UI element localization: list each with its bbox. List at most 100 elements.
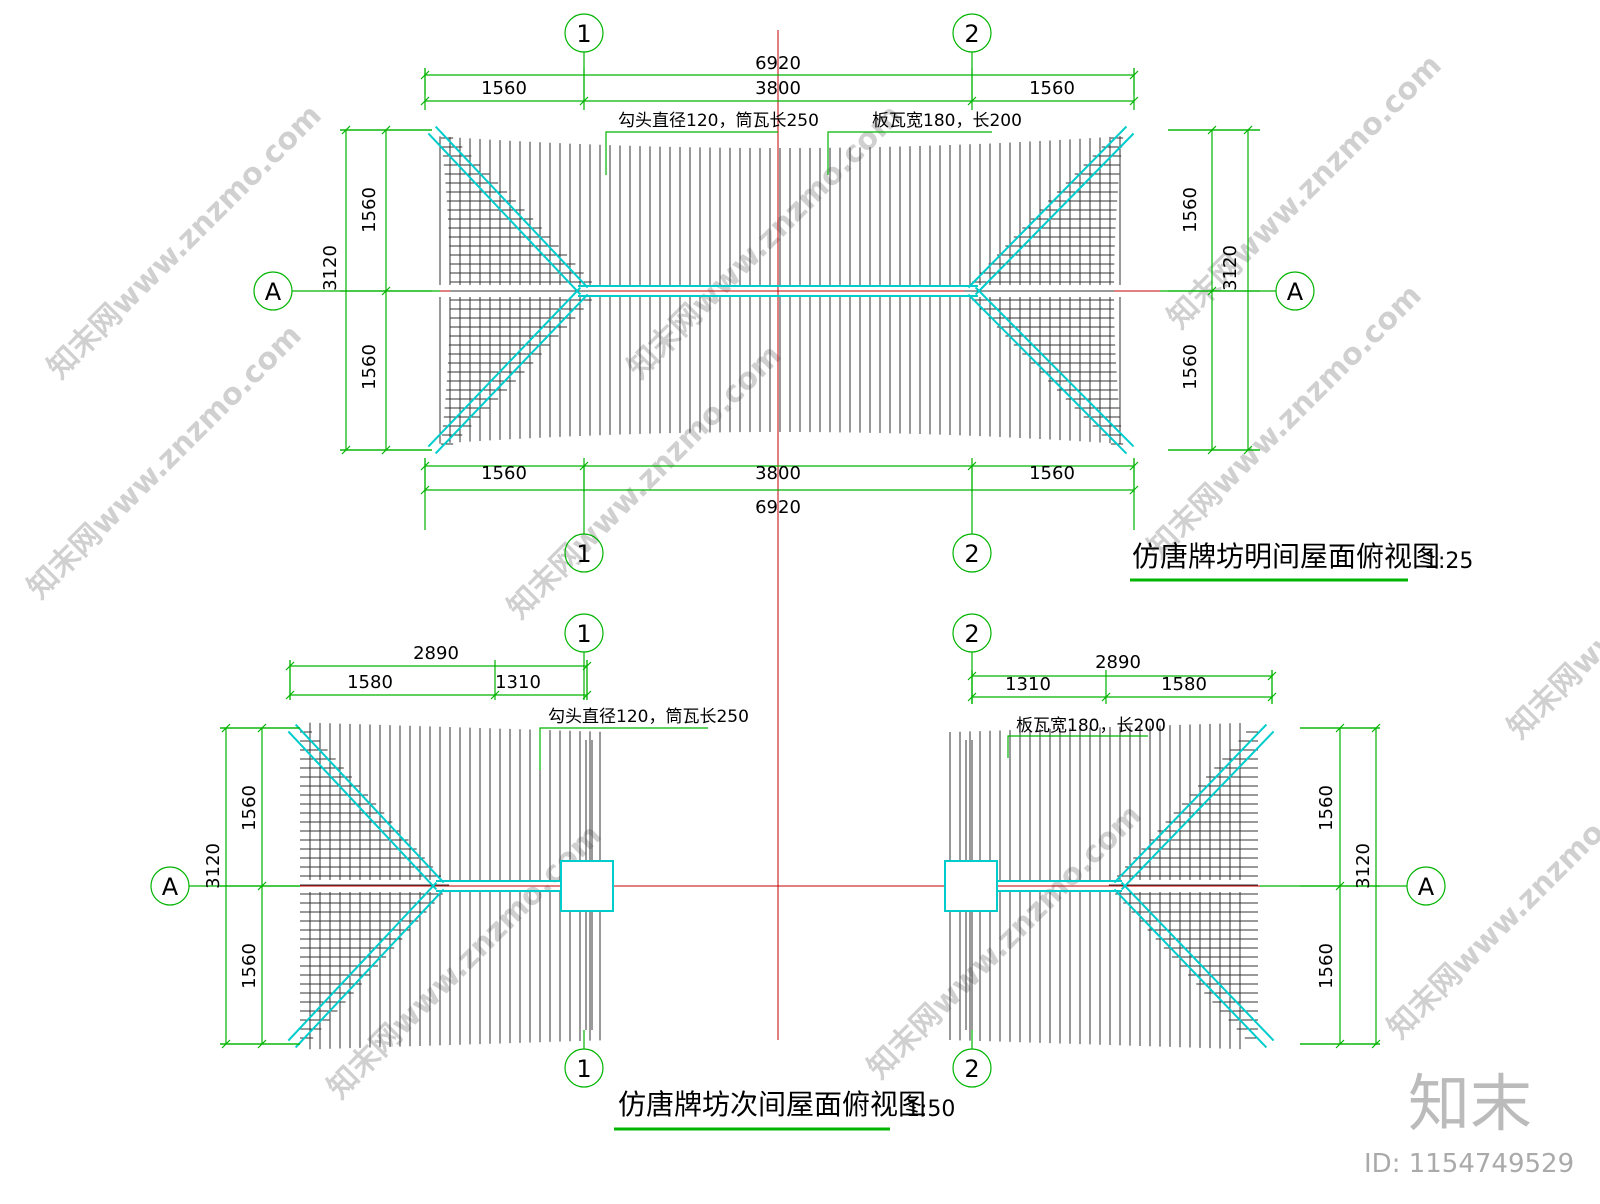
- bl-axis-bubble-1-bottom: 1: [564, 1048, 604, 1088]
- top-plan: 6920 1560 3800 1560 1560 3800 1560 6920 …: [253, 13, 1473, 582]
- axis-bubble-2-top: 2: [952, 13, 992, 53]
- dimension-tick: [1371, 1039, 1381, 1049]
- svg-text:1: 1: [576, 20, 591, 48]
- left-dim-total: 3120: [320, 245, 341, 291]
- watermark-text: 知末网www.znzmo.com: [1381, 758, 1600, 1046]
- hip-ridge: [434, 125, 589, 289]
- top-dim-middle: 3800: [755, 78, 801, 99]
- hip-ridge: [1113, 888, 1268, 1049]
- dimension-tick: [1267, 692, 1277, 702]
- axis-bubble-1-bottom: 1: [564, 533, 604, 573]
- dimension-tick: [257, 1039, 267, 1049]
- bl-dim-v-lower: 1560: [239, 943, 260, 989]
- note-leader: [827, 131, 992, 175]
- axis-bubble-1-top: 1: [564, 13, 604, 53]
- hip-ridge: [1120, 881, 1275, 1042]
- watermark-text: 知末网www.znzmo.com: [861, 798, 1149, 1086]
- note-leader: [539, 727, 708, 770]
- hip-ridge: [427, 286, 582, 448]
- bottom-dim-middle: 3800: [755, 463, 801, 484]
- pillar-block: [944, 860, 998, 912]
- dimension-tick: [420, 96, 430, 106]
- svg-text:A: A: [162, 873, 179, 901]
- hip-ridge: [287, 730, 438, 891]
- pillar-block: [560, 860, 614, 912]
- hip-ridge: [974, 132, 1135, 296]
- svg-text:2: 2: [964, 20, 979, 48]
- dimension-tick: [967, 96, 977, 106]
- hip-ridge: [967, 293, 1128, 455]
- br-axis-bubble-2-bottom: 2: [952, 1048, 992, 1088]
- right-dim-upper: 1560: [1180, 187, 1201, 233]
- dimension-tick: [1101, 692, 1111, 702]
- svg-text:2: 2: [964, 620, 979, 648]
- bottom-right-plan: 2890 1310 1580 板瓦宽180，长200 1560 3120 156…: [952, 613, 1446, 1088]
- svg-text:A: A: [1287, 278, 1304, 306]
- br-dim-total: 2890: [1095, 652, 1141, 673]
- bottom-plan-title: 仿唐牌坊次间屋面俯视图: [618, 1088, 926, 1121]
- bl-note: 勾头直径120，筒瓦长250: [548, 707, 749, 727]
- dimension-tick: [420, 485, 430, 495]
- hip-ridge: [967, 125, 1128, 289]
- br-axis-bubble-a: A: [1406, 866, 1446, 906]
- top-plan-scale: 1:25: [1424, 549, 1473, 574]
- bottom-dim-total: 6920: [755, 497, 801, 518]
- svg-text:A: A: [1418, 873, 1435, 901]
- bottom-plan-scale: 1:50: [906, 1097, 955, 1122]
- br-dim-left: 1310: [1005, 674, 1051, 695]
- left-dim-upper: 1560: [359, 187, 380, 233]
- dimension-tick: [381, 125, 391, 135]
- svg-text:A: A: [265, 278, 282, 306]
- br-dim-right: 1580: [1161, 674, 1207, 695]
- note-gouton: 勾头直径120，筒瓦长250: [618, 111, 819, 131]
- bl-axis-bubble-1-top: 1: [564, 613, 604, 653]
- note-leader: [605, 131, 778, 175]
- left-dim-lower: 1560: [359, 344, 380, 390]
- right-dim-lower: 1560: [1180, 344, 1201, 390]
- hip-ridge: [1120, 730, 1275, 891]
- dimension-tick: [285, 690, 295, 700]
- hip-ridge: [287, 881, 438, 1042]
- br-dim-v-total: 3120: [1353, 843, 1374, 889]
- bottom-left-plan: 2890 1580 1310 勾头直径120，筒瓦长250 3120 1560 …: [150, 613, 749, 1088]
- svg-text:1: 1: [576, 540, 591, 568]
- svg-text:1: 1: [576, 620, 591, 648]
- watermark-text: 知末网www.znzmo.com: [1501, 458, 1600, 746]
- hip-ridge: [294, 723, 445, 884]
- bl-dim-v-upper: 1560: [239, 785, 260, 831]
- dimension-tick: [579, 96, 589, 106]
- br-dim-v-upper: 1560: [1316, 785, 1337, 831]
- dimension-lines: [189, 52, 1407, 1049]
- dimension-tick: [1129, 96, 1139, 106]
- dimension-tick: [490, 690, 500, 700]
- bottom-dim-left: 1560: [481, 463, 527, 484]
- hip-ridge: [1113, 723, 1268, 884]
- right-dim-total: 3120: [1220, 245, 1241, 291]
- hip-ridge: [294, 888, 445, 1049]
- top-dim-right: 1560: [1029, 78, 1075, 99]
- axis-bubble-a-left: A: [253, 271, 293, 311]
- br-axis-bubble-2-top: 2: [952, 613, 992, 653]
- roof-tile-hatching: [300, 136, 1258, 1050]
- dimension-tick: [381, 445, 391, 455]
- bl-dim-v-total: 3120: [203, 843, 224, 889]
- bl-dim-right: 1310: [495, 672, 541, 693]
- hip-ridge: [974, 286, 1135, 448]
- bl-dim-total: 2890: [413, 643, 459, 664]
- axis-bubble-2-bottom: 2: [952, 533, 992, 573]
- top-dim-left: 1560: [481, 78, 527, 99]
- hip-ridge: [434, 293, 589, 455]
- roof-ridges: [287, 125, 1275, 1049]
- dimension-tick: [257, 723, 267, 733]
- axis-bubble-a-right: A: [1275, 271, 1315, 311]
- dimension-tick: [1243, 445, 1253, 455]
- image-id: ID: 1154749529: [1364, 1149, 1574, 1179]
- brand-logo-text: 知末: [1408, 1067, 1532, 1140]
- dimension-tick: [1129, 485, 1139, 495]
- note-leader: [1007, 735, 1148, 758]
- top-dim-total: 6920: [755, 53, 801, 74]
- top-plan-title: 仿唐牌坊明间屋面俯视图: [1132, 540, 1440, 573]
- svg-text:2: 2: [964, 1055, 979, 1083]
